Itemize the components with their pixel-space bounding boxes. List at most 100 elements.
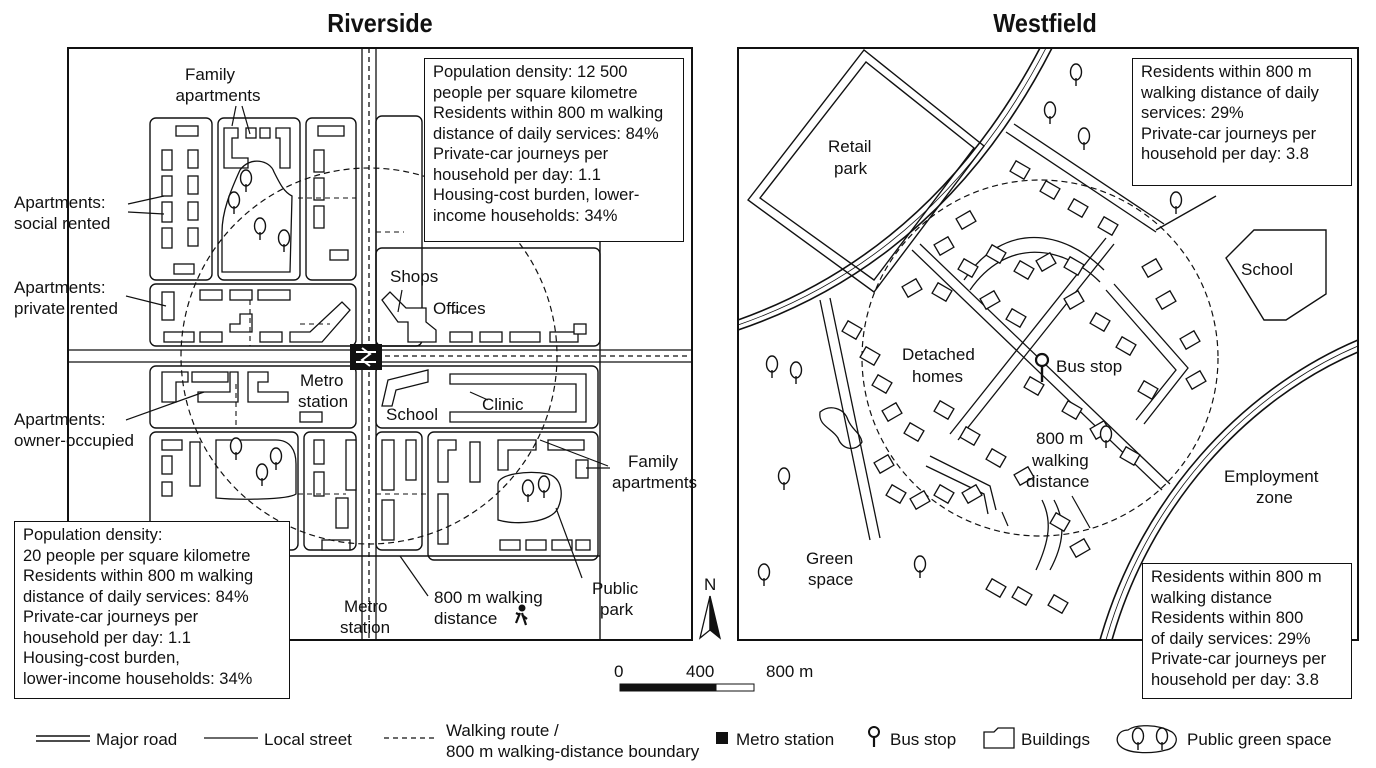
bus-stop-icon — [1034, 352, 1050, 382]
westfield-map: Retail park School Detached homes Bus st… — [737, 47, 1359, 641]
detached-home — [931, 281, 953, 303]
detached-home — [1119, 445, 1141, 467]
detached-home — [1009, 159, 1031, 181]
label-public-park: Public — [592, 579, 639, 598]
svg-text:space: space — [808, 570, 853, 589]
legend-walking-route: Walking route / 800 m walking-distance b… — [384, 721, 700, 761]
detached-home — [901, 277, 923, 299]
detached-home — [1069, 537, 1091, 559]
label-family-apartments-right: Family — [628, 452, 679, 471]
westfield-retail-park — [747, 49, 985, 293]
detached-home — [1097, 215, 1119, 237]
legend-metro-station: Metro station — [716, 730, 834, 749]
svg-text:private rented: private rented — [14, 299, 118, 318]
label-clinic: Clinic — [482, 395, 524, 414]
svg-text:park: park — [600, 600, 634, 619]
detached-home — [979, 289, 1001, 311]
scale-tick-0: 0 — [614, 662, 623, 681]
svg-text:walking: walking — [1031, 451, 1089, 470]
svg-text:apartments: apartments — [175, 86, 260, 105]
north-label: N — [704, 575, 716, 594]
westfield-800m-boundary — [861, 179, 1219, 537]
detached-home — [933, 399, 955, 421]
svg-text:Major road: Major road — [96, 730, 177, 749]
scale-tick-400: 400 — [686, 662, 714, 681]
legend-green-space: Public green space — [1116, 725, 1332, 754]
maps-canvas: Family apartments Apartments: social ren… — [14, 47, 1359, 692]
riverside-800m-boundary — [180, 167, 558, 545]
svg-text:Metro station: Metro station — [736, 730, 834, 749]
detached-home — [873, 453, 895, 475]
label-retail-park: Retail — [828, 137, 871, 156]
detached-home — [1005, 307, 1027, 329]
label-family-apartments-top: Family — [185, 65, 236, 84]
label-apartments-private-rented: Apartments: — [14, 278, 106, 297]
detached-home — [881, 401, 903, 423]
detached-home — [1013, 465, 1035, 487]
svg-text:station: station — [298, 392, 348, 411]
detached-home — [1141, 257, 1163, 279]
svg-text:Walking route /: Walking route / — [446, 721, 559, 740]
svg-text:park: park — [834, 159, 868, 178]
riverside-pointer-lines — [125, 105, 610, 597]
legend-major-road: Major road — [36, 730, 177, 749]
detached-home — [1089, 311, 1111, 333]
detached-home — [1179, 329, 1201, 351]
svg-text:social rented: social rented — [14, 214, 110, 233]
label-school-westfield: School — [1241, 260, 1293, 279]
label-800m-walking-distance: 800 m — [1036, 429, 1083, 448]
detached-home — [1063, 289, 1085, 311]
svg-text:zone: zone — [1256, 488, 1293, 507]
svg-text:owner-occupied: owner-occupied — [14, 431, 134, 450]
detached-home — [1047, 593, 1069, 615]
label-shops: Shops — [390, 267, 438, 286]
label-metro-station-bottom: Metro — [344, 597, 387, 616]
detached-home — [1115, 335, 1137, 357]
detached-home — [841, 319, 863, 341]
westfield-major-road-east — [1099, 339, 1359, 641]
riverside-stats-bottom: Population density:20 people per square … — [14, 521, 290, 699]
detached-home — [1185, 369, 1207, 391]
scale-bar: 0 400 800 m — [614, 662, 813, 692]
westfield-title: Westfield — [993, 8, 1097, 38]
detached-home — [1023, 375, 1045, 397]
detached-home — [955, 209, 977, 231]
north-arrow: N — [698, 575, 722, 640]
walking-person-icon — [514, 604, 528, 626]
riverside-walking-routes — [235, 197, 428, 495]
detached-home — [1067, 197, 1089, 219]
westfield-pointer-lines — [1001, 495, 1091, 529]
detached-home — [885, 483, 907, 505]
label-apartments-owner-occupied: Apartments: — [14, 410, 106, 429]
metro-station-icon — [350, 344, 382, 370]
detached-home — [871, 373, 893, 395]
riverside-green-spaces — [215, 160, 562, 524]
svg-text:Public green space: Public green space — [1187, 730, 1332, 749]
detached-home — [1035, 251, 1057, 273]
svg-text:Local street: Local street — [264, 730, 352, 749]
svg-text:Buildings: Buildings — [1021, 730, 1090, 749]
detached-home — [959, 425, 981, 447]
detached-home — [903, 421, 925, 443]
detached-home — [1061, 399, 1083, 421]
detached-home — [909, 489, 931, 511]
svg-text:homes: homes — [912, 367, 963, 386]
detached-home — [985, 577, 1007, 599]
svg-text:distance: distance — [434, 609, 497, 628]
label-employment-zone: Employment — [1224, 467, 1319, 486]
detached-home — [957, 257, 979, 279]
legend-bus-stop: Bus stop — [868, 726, 956, 749]
detached-home — [1049, 511, 1071, 533]
svg-text:Bus stop: Bus stop — [890, 730, 956, 749]
detached-home — [985, 243, 1007, 265]
svg-text:800 m walking-distance boundar: 800 m walking-distance boundary — [446, 742, 700, 761]
detached-home — [933, 235, 955, 257]
label-bus-stop: Bus stop — [1056, 357, 1122, 376]
detached-home — [1011, 585, 1033, 607]
westfield-school-building — [1225, 229, 1327, 321]
svg-text:apartments: apartments — [612, 473, 697, 492]
riverside-buildings — [161, 125, 591, 551]
